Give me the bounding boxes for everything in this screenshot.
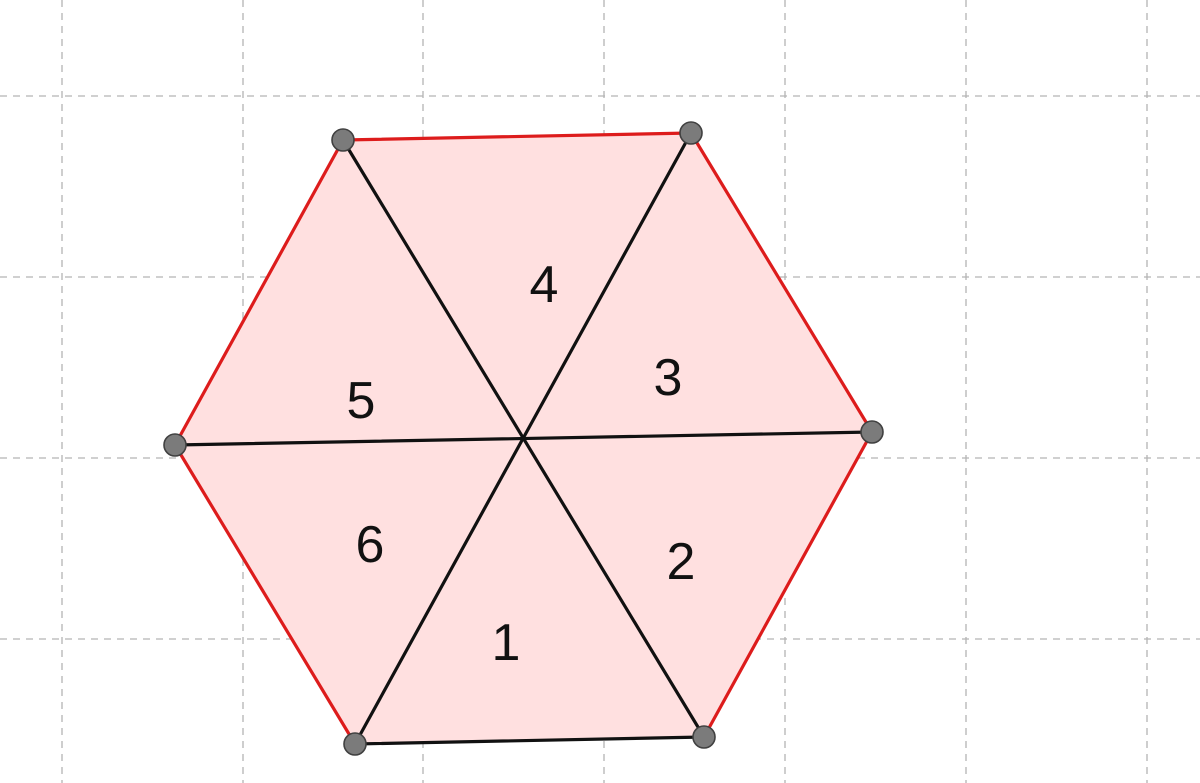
diagonals	[173, 131, 874, 746]
edge-bottom	[353, 735, 706, 746]
region-label-6: 6	[356, 516, 385, 574]
edge-upper-left	[173, 138, 345, 447]
edge-top	[341, 131, 693, 142]
vertex-point[interactable]	[163, 433, 187, 457]
edge-upper-right	[689, 131, 874, 434]
vertex-point[interactable]	[343, 732, 367, 756]
region-label-3: 3	[654, 349, 683, 407]
region-label-4: 4	[530, 256, 559, 314]
edge-lower-right	[702, 430, 874, 739]
region-label-1: 1	[492, 614, 521, 672]
vertices	[163, 121, 884, 756]
region-label-5: 5	[347, 372, 376, 430]
hexagon-outline	[173, 131, 874, 746]
region-labels: 1 2 3 4 5 6	[347, 256, 696, 672]
diagonal-3	[173, 430, 874, 447]
vertex-point[interactable]	[679, 121, 703, 145]
vertex-point[interactable]	[331, 128, 355, 152]
vertex-point[interactable]	[860, 420, 884, 444]
region-label-2: 2	[667, 533, 696, 591]
vertex-point[interactable]	[692, 725, 716, 749]
edge-lower-left	[173, 443, 357, 746]
